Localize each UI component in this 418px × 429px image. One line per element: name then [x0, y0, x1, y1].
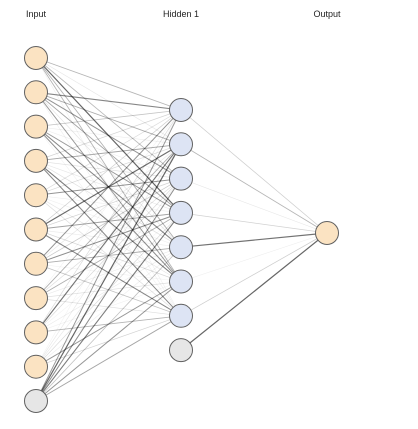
edge-l1-3-0 [180, 212, 328, 234]
edge-l1-6-0 [180, 232, 328, 317]
edge-l0-3-1 [35, 143, 182, 162]
edge-l1-2-0 [180, 178, 328, 234]
edge-l0-6-4 [35, 246, 182, 265]
edge-l0-0-4 [35, 57, 182, 248]
hidden-node-2 [169, 132, 193, 157]
edge-l0-9-3 [35, 212, 182, 367]
input-node-1 [24, 46, 48, 70]
edge-l0-1-6 [35, 92, 182, 316]
edge-l0-4-1 [35, 143, 182, 196]
input-node-3 [24, 114, 48, 139]
connection-edges [35, 57, 328, 402]
edge-l0-6-2 [35, 178, 182, 265]
edge-l1-0-0 [180, 109, 328, 234]
input-node-5 [24, 183, 48, 208]
edge-l0-8-2 [35, 178, 182, 333]
edge-l0-7-5 [35, 281, 182, 299]
bias-node-layer-0 [24, 389, 48, 413]
hidden-node-3 [169, 166, 193, 191]
input-node-9 [24, 320, 48, 345]
edge-l0-8-6 [35, 315, 182, 333]
edge-l0-9-0 [35, 109, 182, 367]
edge-l0-8-1 [35, 143, 182, 333]
edge-l0-2-5 [35, 126, 182, 282]
hidden-node-4 [169, 200, 193, 225]
edge-l0-8-0 [35, 109, 182, 333]
edge-l0-8-4 [35, 246, 182, 333]
edge-l0-0-0 [35, 57, 182, 111]
hidden-node-1 [169, 98, 193, 122]
hidden-node-5 [169, 235, 193, 260]
edge-l0-5-5 [35, 229, 182, 282]
edge-l0-3-5 [35, 160, 182, 282]
edge-l0-10-6 [35, 315, 182, 402]
input-node-10 [24, 354, 48, 379]
edge-l0-10-4 [35, 246, 182, 402]
edge-l0-10-2 [35, 178, 182, 402]
hidden-node-6 [169, 269, 193, 294]
input-node-6 [24, 217, 48, 242]
edge-l0-5-0 [35, 109, 182, 230]
input-node-7 [24, 251, 48, 276]
edge-l0-3-0 [35, 109, 182, 162]
edge-l0-5-3 [35, 212, 182, 230]
layer-label-output: Output [313, 9, 341, 19]
neuron-nodes [24, 46, 339, 413]
edge-l0-10-5 [35, 281, 182, 402]
edge-l0-10-0 [35, 109, 182, 402]
edge-l0-3-4 [35, 160, 182, 248]
edge-l0-4-0 [35, 109, 182, 196]
edge-l1-7-0 [180, 232, 328, 351]
edge-l1-5-0 [180, 232, 328, 282]
edge-l0-4-3 [35, 194, 182, 214]
layer-label-input: Input [26, 9, 47, 19]
bias-node-layer-1 [169, 338, 193, 363]
edge-l0-4-4 [35, 194, 182, 248]
edge-l0-2-0 [35, 109, 182, 127]
edge-l0-9-1 [35, 144, 182, 367]
edge-l0-1-1 [35, 91, 182, 145]
edge-l0-6-0 [35, 109, 182, 265]
edge-l0-1-3 [35, 91, 182, 214]
input-node-8 [24, 286, 48, 311]
edge-l0-2-3 [35, 126, 182, 214]
edge-l0-2-1 [35, 126, 182, 145]
edge-l0-10-3 [35, 212, 182, 402]
edge-l0-1-0 [35, 91, 182, 111]
edge-l0-1-4 [35, 92, 182, 248]
edge-l0-6-1 [35, 144, 182, 265]
edge-l0-1-2 [35, 91, 182, 180]
edge-l1-4-0 [180, 232, 328, 248]
layer-label-hidden-1: Hidden 1 [163, 9, 199, 19]
input-node-2 [24, 80, 48, 105]
input-node-4 [24, 148, 48, 173]
edge-l0-2-2 [35, 126, 182, 179]
edge-l0-7-0 [35, 109, 182, 299]
output-node-1 [315, 221, 339, 245]
edge-l0-5-1 [35, 143, 182, 231]
edge-l0-6-6 [35, 263, 182, 317]
edge-l0-7-3 [35, 212, 182, 299]
hidden-node-7 [169, 303, 193, 328]
edge-l1-1-0 [180, 143, 328, 234]
edge-l0-0-1 [35, 57, 182, 145]
edge-l0-7-1 [35, 143, 182, 299]
edge-l0-9-5 [35, 281, 182, 368]
edge-l0-10-1 [35, 144, 182, 402]
